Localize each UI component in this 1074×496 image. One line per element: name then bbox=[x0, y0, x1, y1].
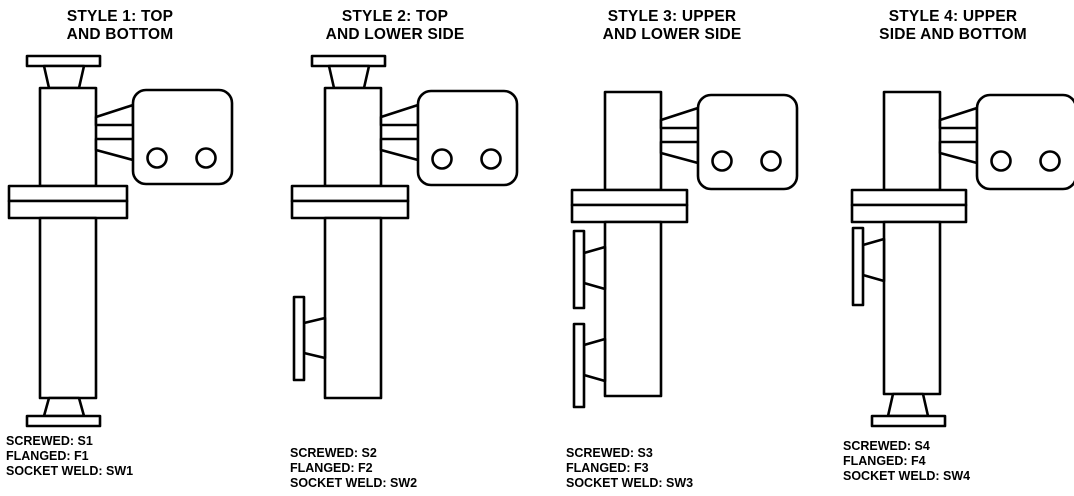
style-3-conduit-port-right bbox=[760, 150, 782, 172]
style-1-bottom-nozzle bbox=[42, 396, 86, 418]
style-2-screwed-code: SCREWED: S2 bbox=[290, 446, 377, 460]
style-2-side-flange bbox=[292, 295, 306, 382]
style-3-diagram bbox=[570, 90, 799, 409]
style-3-screwed-code: SCREWED: S3 bbox=[566, 446, 653, 460]
style-1-title: STYLE 1: TOP AND BOTTOM bbox=[50, 8, 190, 44]
style-3-upper-body bbox=[603, 90, 663, 192]
style-2-title-line-1: STYLE 2: TOP bbox=[341, 8, 449, 25]
style-4-flanged-code: FLANGED: F4 bbox=[843, 454, 926, 468]
style-1-mount-arm-lower bbox=[94, 137, 135, 162]
style-4-side-flange bbox=[851, 226, 865, 307]
style-2-title: STYLE 2: TOP AND LOWER SIDE bbox=[315, 8, 475, 44]
style-4-title-line-2: SIDE AND BOTTOM bbox=[879, 26, 1027, 43]
style-1-top-flange bbox=[25, 54, 102, 68]
style-4-body-flange-lower bbox=[850, 203, 968, 224]
style-2-mount-arm-upper bbox=[379, 103, 420, 127]
style-3-socket-weld-code: SOCKET WELD: SW3 bbox=[566, 476, 694, 490]
style-1-mount-arm-upper bbox=[94, 103, 135, 127]
style-4-screwed-code: SCREWED: S4 bbox=[843, 439, 930, 453]
style-4-caption: SCREWED: S4 FLANGED: F4 SOCKET WELD: SW4 bbox=[843, 439, 970, 484]
style-1-title-line-2: AND BOTTOM bbox=[66, 26, 174, 43]
style-2-conduit-port-left bbox=[431, 148, 453, 170]
style-4-conduit-port-right bbox=[1039, 150, 1061, 172]
style-1-lower-body bbox=[38, 216, 98, 400]
style-4-title-line-1: STYLE 4: UPPER bbox=[888, 8, 1018, 25]
style-4-diagram bbox=[850, 90, 1074, 428]
style-4-side-nozzle bbox=[861, 237, 886, 283]
style-3-lower-body bbox=[603, 220, 663, 398]
style-2-top-flange bbox=[310, 54, 387, 68]
style-1-body-flange-lower bbox=[7, 199, 129, 220]
style-1-upper-body bbox=[38, 86, 98, 188]
style-2-diagram bbox=[290, 54, 519, 400]
style-3-lower-side-nozzle bbox=[582, 337, 607, 383]
style-1-body-flange-upper bbox=[7, 184, 129, 203]
style-1-screwed-code: SCREWED: S1 bbox=[6, 434, 93, 448]
style-4-socket-weld-code: SOCKET WELD: SW4 bbox=[843, 469, 971, 483]
style-2-mount-arm-lower bbox=[379, 137, 420, 162]
style-2-body-flange-lower bbox=[290, 199, 410, 220]
style-2-conduit-port-right bbox=[480, 148, 502, 170]
style-4-body-flange-upper bbox=[850, 188, 968, 207]
style-3-upper-side-flange bbox=[572, 229, 586, 310]
style-2-socket-weld-code: SOCKET WELD: SW2 bbox=[290, 476, 418, 490]
style-4-title: STYLE 4: UPPER SIDE AND BOTTOM bbox=[868, 8, 1038, 44]
style-3-title-line-1: STYLE 3: UPPER bbox=[607, 8, 737, 25]
style-1-caption: SCREWED: S1 FLANGED: F1 SOCKET WELD: SW1 bbox=[6, 434, 133, 479]
style-4-mount-arm-upper bbox=[938, 106, 979, 130]
style-2-lower-body bbox=[323, 216, 383, 400]
style-3-mount-arm-lower bbox=[659, 140, 700, 165]
style-1-bottom-flange bbox=[25, 414, 102, 428]
style-4-mount-arm-lower bbox=[938, 140, 979, 165]
style-3-conduit-port-left bbox=[711, 150, 733, 172]
style-1-diagram bbox=[7, 54, 234, 428]
style-4-bottom-flange bbox=[870, 414, 947, 428]
style-1-flanged-code: FLANGED: F1 bbox=[6, 449, 89, 463]
style-2-caption: SCREWED: S2 FLANGED: F2 SOCKET WELD: SW2 bbox=[290, 446, 417, 491]
style-3-flanged-code: FLANGED: F3 bbox=[566, 461, 649, 475]
style-4-switch-housing bbox=[975, 93, 1074, 191]
style-2-upper-body bbox=[323, 86, 383, 188]
style-2-flanged-code: FLANGED: F2 bbox=[290, 461, 373, 475]
style-4-bottom-nozzle bbox=[886, 392, 930, 418]
style-1-conduit-port-left bbox=[146, 147, 168, 169]
style-1-switch-housing bbox=[131, 88, 234, 186]
style-2-switch-housing bbox=[416, 89, 519, 187]
style-1-top-nozzle bbox=[42, 64, 86, 90]
style-4-lower-body bbox=[882, 220, 942, 396]
style-2-body-flange-upper bbox=[290, 184, 410, 203]
style-3-body-flange-lower bbox=[570, 203, 689, 224]
style-1-title-line-1: STYLE 1: TOP bbox=[66, 8, 174, 25]
style-3-upper-side-nozzle bbox=[582, 245, 607, 291]
style-3-mount-arm-upper bbox=[659, 106, 700, 130]
style-3-body-flange-upper bbox=[570, 188, 689, 207]
style-4-upper-body bbox=[882, 90, 942, 192]
style-2-side-nozzle bbox=[302, 316, 327, 360]
style-3-title-line-2: AND LOWER SIDE bbox=[602, 26, 742, 43]
style-1-conduit-port-right bbox=[195, 147, 217, 169]
style-3-lower-side-flange bbox=[572, 322, 586, 409]
style-2-top-nozzle bbox=[327, 64, 371, 90]
style-4-conduit-port-left bbox=[990, 150, 1012, 172]
style-3-title: STYLE 3: UPPER AND LOWER SIDE bbox=[592, 8, 752, 44]
style-1-socket-weld-code: SOCKET WELD: SW1 bbox=[6, 464, 134, 478]
style-3-switch-housing bbox=[696, 93, 799, 191]
style-2-title-line-2: AND LOWER SIDE bbox=[325, 26, 465, 43]
style-3-caption: SCREWED: S3 FLANGED: F3 SOCKET WELD: SW3 bbox=[566, 446, 693, 491]
